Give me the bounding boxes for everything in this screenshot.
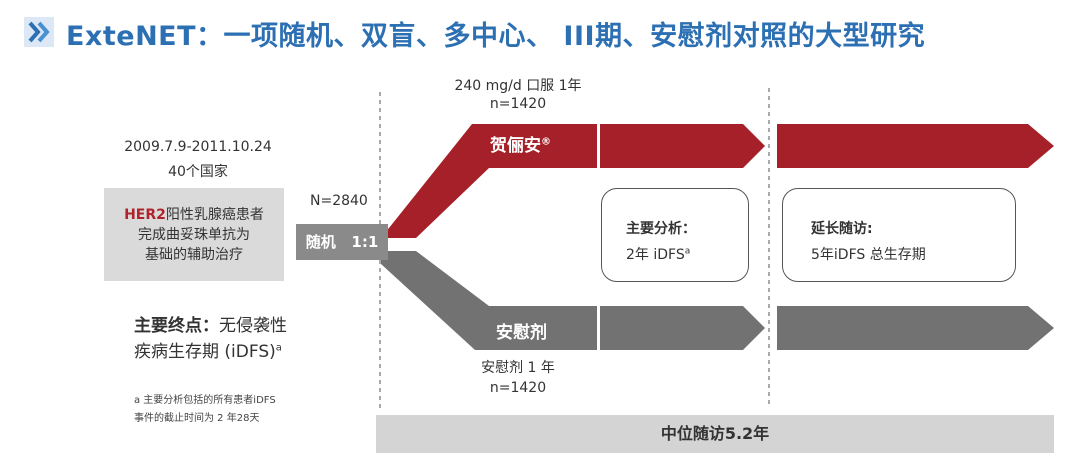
treatment-branch: [381, 124, 597, 238]
extended-followup-value: 5年iDFS 总生存期: [811, 247, 926, 263]
treatment-n: n=1420: [489, 96, 547, 112]
endpoint-text1: 无侵袭性: [219, 316, 287, 336]
chevron-right-icon: [24, 17, 54, 47]
placebo-branch: [381, 251, 597, 350]
her2-highlight: HER2: [124, 207, 166, 223]
primary-analysis-box: 主要分析： 2年 iDFSa: [601, 188, 749, 282]
primary-analysis-sup: a: [684, 246, 691, 257]
population-line3: 基础的辅助治疗: [145, 247, 243, 263]
population-line1: 阳性乳腺癌患者: [165, 207, 264, 223]
endpoint-text2: 疾病生存期 (iDFS): [134, 342, 276, 362]
primary-analysis-title: 主要分析：: [626, 221, 696, 237]
treatment-arrow-2: [777, 124, 1054, 168]
treatment-dose: 240 mg/d 口服 1年: [454, 78, 582, 94]
placebo-arrow-2: [777, 306, 1054, 350]
endpoint-sup: a: [275, 342, 282, 354]
treatment-drug-name: 贺俪安: [490, 136, 541, 156]
median-followup-bar: 中位随访5.2年: [376, 415, 1054, 453]
page-title: ExteNET：一项随机、双盲、多中心、 III期、安慰剂对照的大型研究: [66, 21, 926, 52]
extended-followup-box: 延长随访: 5年iDFS 总生存期: [782, 188, 1016, 282]
randomization-box: [296, 224, 388, 260]
randomization-label: 随机 1:1: [305, 233, 379, 251]
population-line2: 完成曲妥珠单抗为: [138, 227, 250, 243]
placebo-label: 安慰剂: [496, 323, 547, 343]
population-box: HER2阳性乳腺癌患者 完成曲妥珠单抗为 基础的辅助治疗: [104, 188, 284, 281]
registered-mark: ®: [541, 136, 551, 148]
enrollment-dates: 2009.7.9-2011.10.24: [124, 139, 272, 155]
enrollment-countries: 40个国家: [168, 164, 228, 180]
footnote-line1: a 主要分析包括的所有患者iDFS: [134, 395, 276, 406]
placebo-duration: 安慰剂 1 年: [481, 360, 555, 376]
endpoint-line2: 疾病生存期 (iDFS)a: [134, 337, 282, 362]
placebo-n: n=1420: [489, 380, 547, 396]
median-followup-label: 中位随访5.2年: [660, 424, 770, 443]
endpoint-label: 主要终点：: [134, 316, 219, 336]
treatment-arrow-1: [600, 124, 765, 168]
primary-analysis-value: 2年 iDFSa: [626, 244, 690, 264]
placebo-arrow-1: [600, 306, 765, 350]
total-n: N=2840: [310, 193, 368, 209]
treatment-drug-label: 贺俪安®: [490, 131, 551, 156]
footnote-line2: 事件的截止时间为 2 年28天: [134, 413, 260, 424]
primary-analysis-metric: 2年 iDFS: [626, 247, 685, 263]
endpoint-line1: 主要终点：无侵袭性: [134, 311, 287, 336]
extended-followup-title: 延长随访:: [811, 221, 873, 237]
